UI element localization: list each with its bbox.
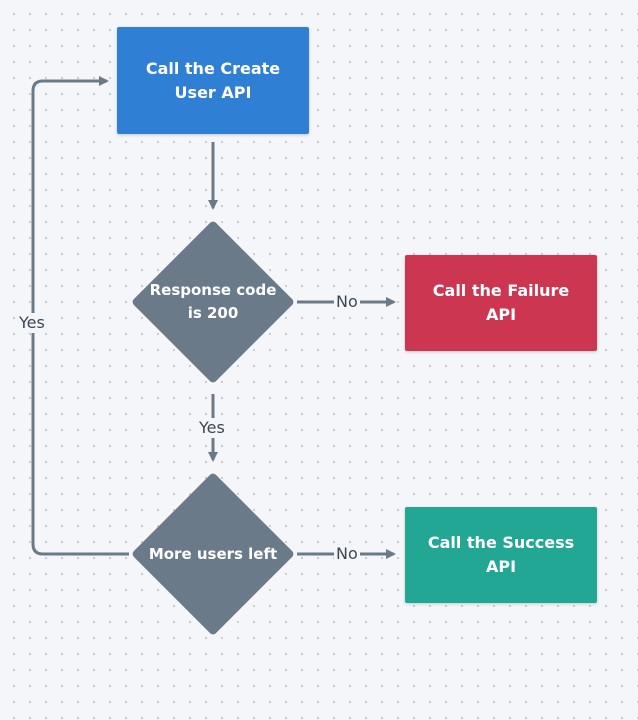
edge-more-loop-back: [31, 76, 129, 556]
node-failure[interactable]: Call the Failure API: [405, 255, 597, 351]
node-success-label: Call the Success API: [427, 533, 575, 576]
decision-response-code-label: Response code is 200: [149, 281, 277, 322]
decision-more-users-label: More users left: [148, 544, 278, 563]
node-create-user[interactable]: Call the Create User API: [117, 27, 309, 134]
edge-label-response-yes: Yes: [197, 418, 227, 438]
edge-label-more-yes: Yes: [17, 313, 47, 333]
node-create-user-label: Call the Create User API: [145, 58, 281, 102]
edge-label-response-no: No: [334, 292, 360, 312]
node-failure-label: Call the Failure API: [432, 281, 570, 324]
node-success[interactable]: Call the Success API: [405, 507, 597, 603]
edge-label-more-no: No: [334, 544, 360, 564]
